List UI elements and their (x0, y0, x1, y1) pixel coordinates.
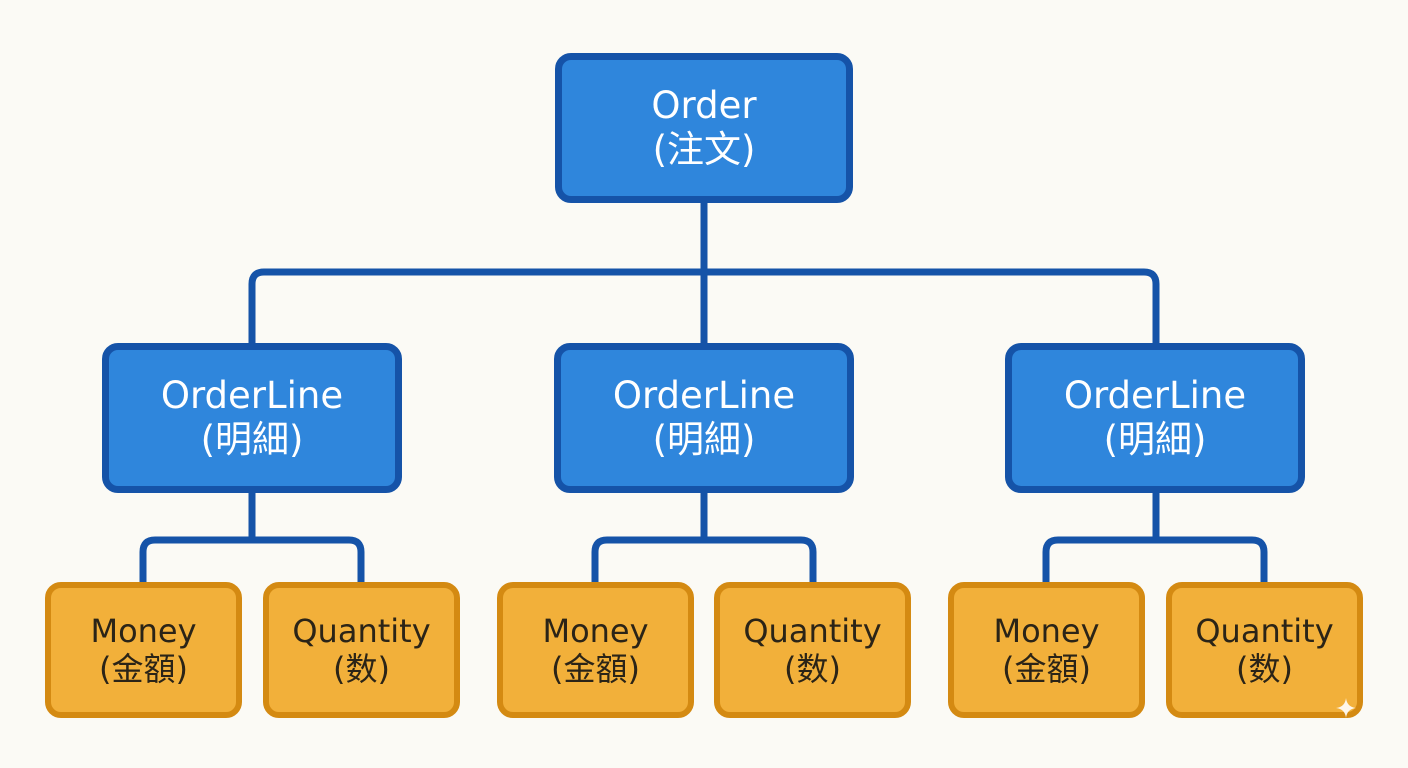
quantity-node-center: Quantity (数) (714, 582, 911, 718)
order-node-label: Order (651, 83, 757, 127)
orderline-node-right: OrderLine (明細) (1005, 343, 1305, 493)
connector-left-children (139, 490, 365, 582)
quantity-node-label: Quantity (292, 611, 431, 650)
orderline-node-label: OrderLine (1063, 373, 1247, 417)
money-node-label: Money (542, 611, 649, 650)
orderline-node-label: OrderLine (160, 373, 344, 417)
money-node-right: Money (金額) (948, 582, 1145, 718)
money-node-sublabel: (金額) (551, 650, 640, 688)
orderline-node-label: OrderLine (612, 373, 796, 417)
quantity-node-right: Quantity (数) (1166, 582, 1363, 718)
quantity-node-sublabel: (数) (1236, 650, 1293, 688)
connector-root-left (248, 268, 704, 347)
money-node-label: Money (993, 611, 1100, 650)
quantity-node-label: Quantity (1195, 611, 1334, 650)
order-node: Order (注文) (555, 53, 853, 203)
sparkle-icon (1336, 698, 1356, 718)
connector-root-right (704, 268, 1160, 347)
money-node-sublabel: (金額) (1002, 650, 1091, 688)
connector-right-children (1042, 490, 1268, 582)
orderline-node-sublabel: (明細) (200, 418, 304, 461)
money-node-left: Money (金額) (45, 582, 242, 718)
orderline-node-center: OrderLine (明細) (554, 343, 854, 493)
quantity-node-label: Quantity (743, 611, 882, 650)
money-node-label: Money (90, 611, 197, 650)
quantity-node-sublabel: (数) (333, 650, 390, 688)
orderline-node-sublabel: (明細) (652, 418, 756, 461)
quantity-node-left: Quantity (数) (263, 582, 460, 718)
order-node-sublabel: (注文) (652, 128, 756, 171)
money-node-sublabel: (金額) (99, 650, 188, 688)
money-node-center: Money (金額) (497, 582, 694, 718)
orderline-node-sublabel: (明細) (1103, 418, 1207, 461)
orderline-node-left: OrderLine (明細) (102, 343, 402, 493)
quantity-node-sublabel: (数) (784, 650, 841, 688)
connector-center-children (591, 490, 817, 582)
